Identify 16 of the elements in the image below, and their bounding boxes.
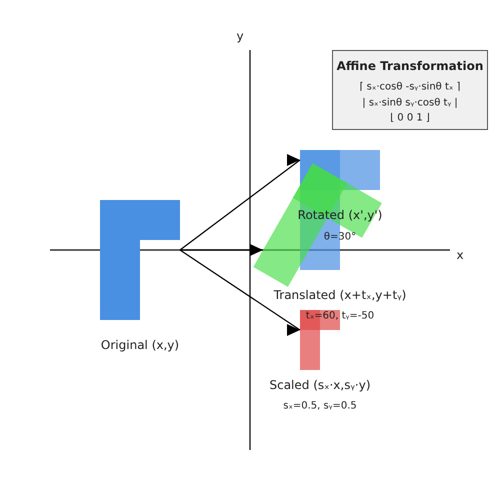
arrow: [180, 244, 263, 256]
matrix-panel: [332, 50, 488, 130]
parameter-label: sₓ=0.5, sᵧ=0.5: [283, 400, 357, 412]
parameter-label: θ=30°: [324, 231, 356, 243]
matrix-row: ⌈ sₓ·cosθ -sᵧ·sinθ tₓ ⌉: [360, 81, 460, 93]
panel-title: Affine Transformation: [336, 60, 484, 74]
matrix-row: ⌊ 0 0 1 ⌋: [390, 112, 430, 124]
shape-label: Scaled (sₓ·x,sᵧ·y): [269, 379, 371, 393]
shape-label: Original (x,y): [100, 339, 180, 353]
matrix-row: | sₓ·sinθ sᵧ·cosθ tᵧ |: [362, 97, 458, 109]
parameter-label: tₓ=60, tᵧ=-50: [306, 310, 374, 322]
axis-label: x: [456, 249, 464, 263]
arrow: [180, 154, 300, 250]
axis-label: y: [236, 30, 244, 44]
arrow: [180, 250, 300, 336]
shape-label: Translated (x+tₓ,y+tᵧ): [274, 289, 406, 303]
